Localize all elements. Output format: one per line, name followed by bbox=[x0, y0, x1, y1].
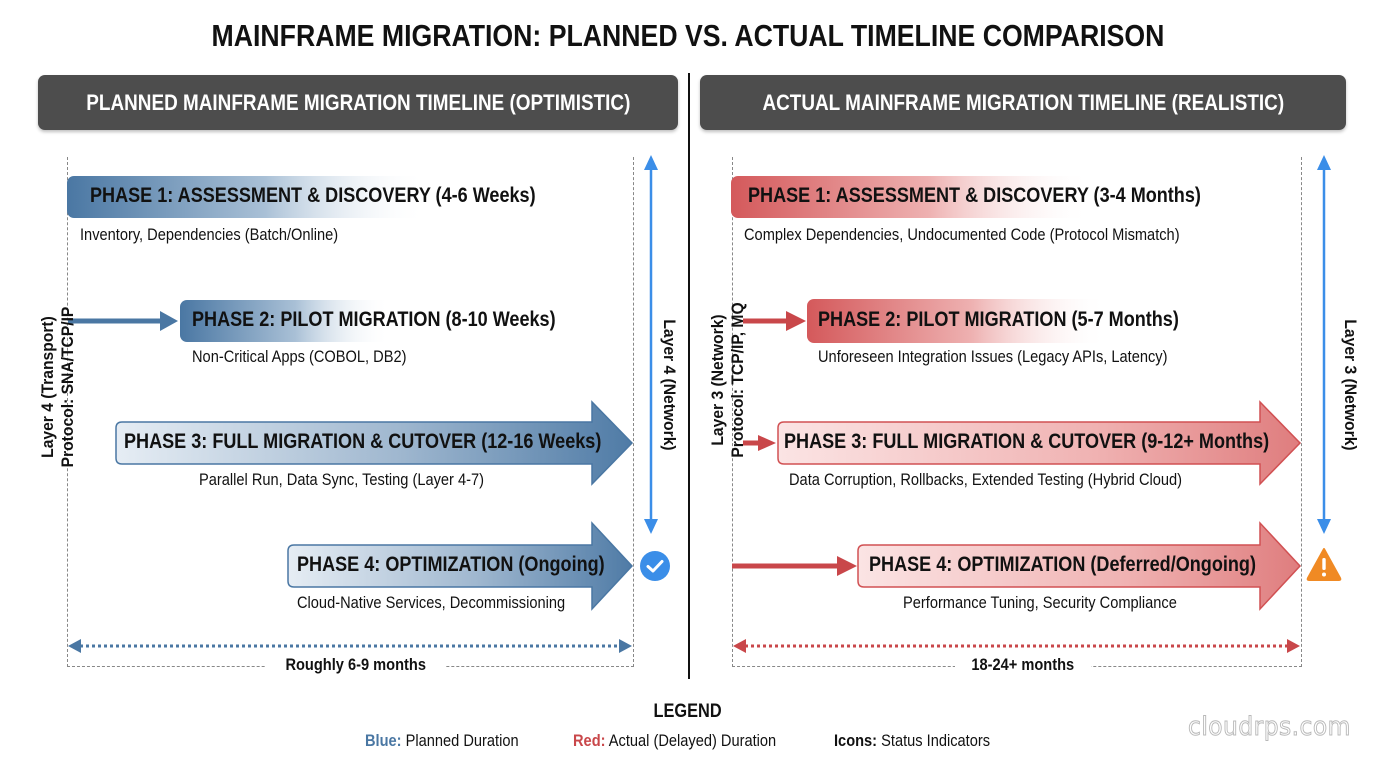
planned-side-layer-label: Layer 4 (Transport) Protocol: SNA/TCP/IP bbox=[38, 306, 77, 468]
actual-left-boundary bbox=[732, 157, 733, 667]
actual-phase-2-desc: Unforeseen Integration Issues (Legacy AP… bbox=[818, 347, 1168, 366]
check-circle-icon bbox=[640, 551, 670, 581]
planned-right-boundary bbox=[633, 157, 634, 667]
actual-phase-3-desc: Data Corruption, Rollbacks, Extended Tes… bbox=[789, 470, 1183, 489]
planned-phase-2-label: PHASE 2: PILOT MIGRATION (8-10 Weeks) bbox=[192, 308, 556, 331]
planned-phase-3-desc: Parallel Run, Data Sync, Testing (Layer … bbox=[199, 470, 484, 489]
actual-phase-1-label: PHASE 1: ASSESSMENT & DISCOVERY (3-4 Mon… bbox=[748, 184, 1201, 207]
legend-item-icons: Icons: Status Indicators bbox=[834, 731, 991, 750]
actual-phase-4-label: PHASE 4: OPTIMIZATION (Deferred/Ongoing) bbox=[869, 553, 1256, 576]
planned-right-layer-label: Layer 4 (Network) bbox=[660, 319, 679, 451]
actual-right-boundary bbox=[1301, 157, 1302, 667]
actual-right-layer-label: Layer 3 (Network) bbox=[1341, 319, 1360, 451]
actual-side-layer-label: Layer 3 (Network) Protocol: TCP/IP, MQ bbox=[708, 302, 747, 458]
watermark: cloudrps.com bbox=[1188, 712, 1351, 743]
actual-panel-header: ACTUAL MAINFRAME MIGRATION TIMELINE (REA… bbox=[700, 75, 1346, 130]
actual-phase-3-label: PHASE 3: FULL MIGRATION & CUTOVER (9-12+… bbox=[784, 430, 1270, 453]
legend-item-blue: Blue: Planned Duration bbox=[365, 731, 519, 750]
planned-phase-4-desc: Cloud-Native Services, Decommissioning bbox=[297, 593, 566, 612]
planned-phase-2-desc: Non-Critical Apps (COBOL, DB2) bbox=[192, 347, 407, 366]
center-divider bbox=[688, 73, 690, 679]
actual-phase-2-label: PHASE 2: PILOT MIGRATION (5-7 Months) bbox=[818, 308, 1179, 331]
diagram-title: MAINFRAME MIGRATION: PLANNED VS. ACTUAL … bbox=[211, 18, 1165, 53]
actual-phase-4-desc: Performance Tuning, Security Compliance bbox=[903, 593, 1177, 612]
legend-item-red: Red: Actual (Delayed) Duration bbox=[573, 731, 777, 750]
legend-title: LEGEND bbox=[653, 701, 723, 722]
actual-duration-label: 18-24+ months bbox=[955, 655, 1091, 675]
planned-left-boundary bbox=[67, 157, 68, 667]
planned-phase-3-label: PHASE 3: FULL MIGRATION & CUTOVER (12-16… bbox=[124, 430, 602, 453]
planned-phase-1-desc: Inventory, Dependencies (Batch/Online) bbox=[80, 225, 339, 244]
actual-phase-1-desc: Complex Dependencies, Undocumented Code … bbox=[744, 225, 1180, 244]
planned-phase-1-label: PHASE 1: ASSESSMENT & DISCOVERY (4-6 Wee… bbox=[90, 184, 536, 207]
planned-panel-header: PLANNED MAINFRAME MIGRATION TIMELINE (OP… bbox=[38, 75, 678, 130]
warning-triangle-icon bbox=[1306, 548, 1342, 581]
planned-phase-4-label: PHASE 4: OPTIMIZATION (Ongoing) bbox=[297, 553, 605, 576]
planned-duration-label: Roughly 6-9 months bbox=[266, 655, 446, 675]
